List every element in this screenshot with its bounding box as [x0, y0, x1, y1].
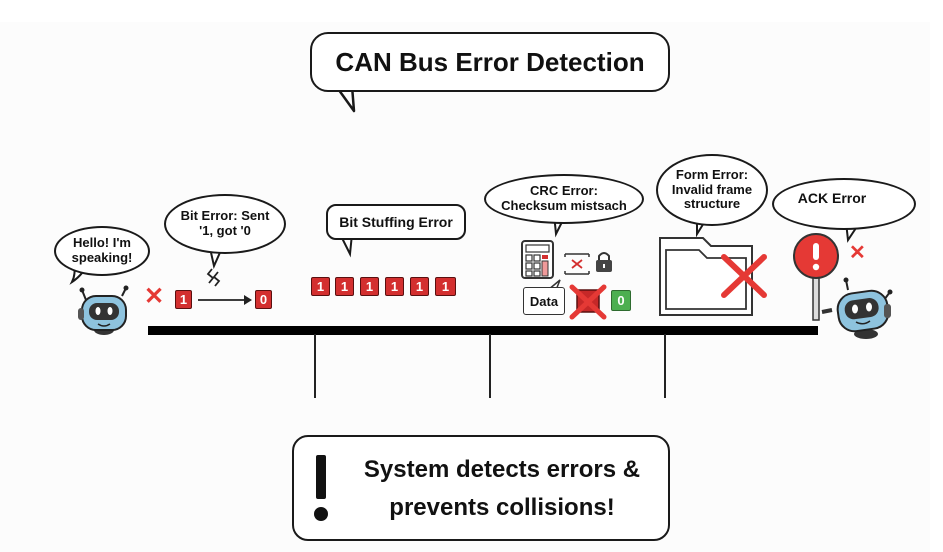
red-x-icon: [721, 254, 767, 298]
crc-result-bit: 0: [611, 290, 631, 311]
bit-stuffing-label: Bit Stuffing Error: [339, 214, 453, 230]
bit-stuffing-bubble: Bit Stuffing Error: [326, 204, 466, 240]
red-x-icon: ✕: [849, 242, 866, 264]
form-label-line1: Form Error:: [675, 166, 749, 182]
crc-label-line1: CRC Error:: [530, 183, 598, 199]
can-bus-line: [148, 326, 818, 335]
footer-box: System detects errors & prevents collisi…: [292, 435, 670, 541]
stuffed-bit: 1: [435, 277, 456, 296]
received-bit: 0: [255, 290, 272, 309]
crc-label-line2: Checksum mistsach: [501, 198, 627, 213]
mismatch-icon: [564, 253, 590, 275]
title-bubble: CAN Bus Error Detection: [310, 32, 670, 92]
stuffed-bit: 1: [360, 277, 379, 296]
bus-stub-3: [664, 334, 666, 398]
crc-error-bubble: CRC Error: Checksum mistsach: [484, 174, 644, 224]
ack-label: ACK Error: [797, 189, 867, 206]
data-packet-box: Data: [523, 287, 565, 315]
stuffed-bit: 1: [335, 277, 354, 296]
footer-message: System detects errors & prevents collisi…: [342, 451, 662, 527]
ack-error-bubble: ACK Error: [772, 178, 916, 230]
form-label-line3: structure: [683, 196, 741, 212]
warning-sign-icon: [793, 233, 839, 321]
title-bubble-tail: [334, 85, 356, 113]
exclamation-icon: [312, 455, 330, 523]
speaker-speech-text: Hello! I'm speaking!: [71, 235, 133, 265]
bit-error-bubble: Bit Error: Sent '1, got '0: [164, 194, 286, 254]
stuffed-bit: 1: [410, 277, 429, 296]
interference-icon: [206, 268, 221, 287]
calculator-icon: [521, 240, 554, 279]
bit-error-label-line2: '1, got '0: [199, 223, 251, 238]
footer-line2: prevents collisions!: [389, 494, 615, 521]
red-x-icon: ✕: [144, 283, 165, 310]
crossed-bit-icon: [569, 284, 607, 320]
form-label-line2: Invalid frame: [671, 181, 753, 197]
robot-icon: [78, 285, 129, 335]
arrow-right-icon: [198, 295, 252, 305]
robot-icon: [821, 277, 893, 339]
bus-stub-2: [489, 334, 491, 398]
stuffed-bit: 1: [385, 277, 404, 296]
form-error-bubble: Form Error: Invalid frame structure: [656, 154, 768, 226]
lock-icon: [596, 252, 612, 272]
stuffed-bit: 1: [311, 277, 330, 296]
footer-line1: System detects errors &: [363, 456, 641, 483]
bus-stub-1: [314, 334, 316, 398]
speaker-speech-bubble: Hello! I'm speaking!: [54, 226, 150, 276]
data-label: Data: [529, 293, 559, 309]
page-title: CAN Bus Error Detection: [335, 46, 645, 77]
sent-bit: 1: [175, 290, 192, 309]
bit-error-label-line1: Bit Error: Sent: [180, 208, 270, 224]
